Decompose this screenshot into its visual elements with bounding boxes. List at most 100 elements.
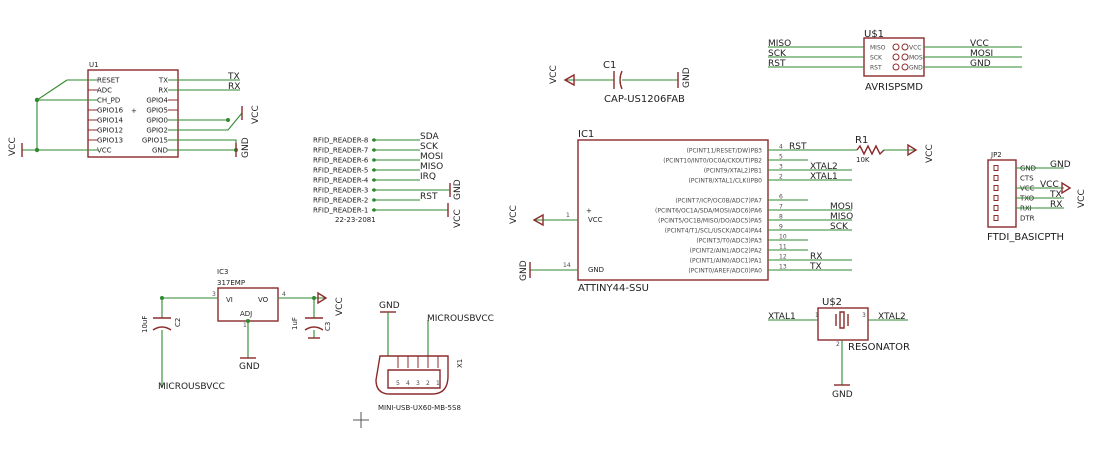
u1-left-pin-label: VCC [97,147,112,155]
u42-pin1: 1 [815,312,819,319]
jp2-pin-pad [993,205,999,211]
ic1-net-label: MOSI [830,202,853,212]
x1-pin-lines [397,356,439,368]
r1-zigzag [856,144,885,156]
u1-right-pin-label: RX [158,87,168,95]
u41-pin-pad [901,53,909,61]
c1-vcc-label: VCC [549,65,559,84]
x1-vcc-net: MICROUSBVCC [427,314,494,324]
u41-pin-pad [892,43,900,51]
origin-crosshair [353,412,369,428]
ic1-pin-num: 13 [779,264,787,271]
rfid-pin-dot [372,178,376,182]
ic1-pin-num: 10 [779,234,787,241]
u1-esp-module[interactable]: U1 + RESETADCCH_PDGPIO16GPIO14GPIO12GPIO… [8,61,261,158]
u41-left-pin-label: MISO [870,45,886,52]
ic1-gnd-pin-num: 14 [563,262,571,269]
ic1-net-label: TX [809,262,822,272]
u1-vcc-right-label: VCC [251,105,261,124]
ic1-pin-label: (PCINT4/T1/SCL/USCK/ADC4)PA4 [665,228,763,235]
u1-right-pin-label: GPIO4 [146,97,168,105]
c2-capacitor[interactable]: 10uF C2 [141,316,182,333]
u1-vcc-wires [168,112,243,131]
u42-pin2: 2 [836,341,840,348]
c3-plates [304,317,324,331]
u42-wires [768,319,908,385]
ic1-pin-label: (PCINT10/INT0/OC0A/CKOUT)PB2 [663,158,762,165]
u42-body [817,307,869,341]
ic1-net-label: XTAL2 [810,162,838,172]
c3-value: 1uF [291,317,299,330]
ic1-net-label: MISO [830,212,853,222]
x1-value: MINI-USB-UX60-MB-5S8 [378,404,461,412]
u1-left-pin-label: GPIO14 [97,117,124,125]
rfid-pin-label: RFID_READER-8 [313,137,368,145]
rfid-pin-label: RFID_READER-6 [313,157,369,165]
u42-crystal [835,311,849,329]
r1-value: 10K [856,156,870,164]
x1-gnd-label: GND [379,301,400,311]
ic1-value: ATTINY44-SSU [578,283,649,294]
ic1-plus: + [586,207,592,215]
x1-pin-num: 1 [436,380,440,387]
u41-left-net: SCK [768,49,787,59]
rfid-pin-dot [372,198,376,202]
u42-resonator[interactable]: U$2 1 3 2 RESONATOR XTAL1 XTAL2 GND [768,297,910,400]
rfid-net-label: MISO [420,162,443,172]
u1-right-pin-label: GPIO2 [146,127,168,135]
ic1-pin-label: (PCINT0/AREF/ADC0)PA0 [688,268,762,275]
ic1-pin-num: 5 [779,154,783,161]
jp2-pin-pad [993,165,999,171]
ic1-vcc-label: VCC [509,205,519,224]
ic1-attiny[interactable]: IC1 + VCC GND 1 14 VCC GND (PCINT11/RESE… [509,129,853,294]
c1-capacitor[interactable]: C1 VCC GND CAP-US1206FAB [549,60,692,105]
u41-pin-pad [892,63,900,71]
ic1-pin-label: (PCINT9/XTAL2)PB1 [704,168,762,175]
ic1-pin-num: 12 [779,254,787,261]
ic1-net-label: RST [789,142,807,152]
ic1-net-label: SCK [830,222,849,232]
ic1-pin-label: (PCINT1/AIN0/ADC1)PA1 [690,258,763,265]
c2-value: 10uF [141,316,149,333]
u1-gnd-label: GND [241,137,251,158]
u1-left-pin-label: RESET [97,77,120,85]
ic1-net-label: XTAL1 [810,172,838,182]
u42-gnd-label: GND [832,390,853,400]
ic1-pin-label: (PCINT3/T0/ADC3)PA3 [696,238,762,245]
ic3-name: IC3 [217,268,228,276]
ic1-gnd-label: GND [519,260,529,281]
u41-right-net: GND [970,59,991,69]
jp2-pin-pad [993,185,999,191]
ic3-value: 317EMP [217,279,245,287]
junction-dot [226,118,230,122]
ic3-pin1: 1 [243,322,247,329]
ic1-pin-num: 8 [779,214,783,221]
u41-left-net: MISO [768,39,791,49]
jp2-value: FTDI_BASICPTH [987,232,1064,243]
ic3-gnd-label: GND [239,362,260,372]
rfid-pin-dot [372,158,376,162]
rfid-value: 22-23-2081 [335,216,376,224]
r1-resistor[interactable]: R1 VCC 10K [778,135,935,164]
c3-capacitor[interactable]: 1uF C3 [291,317,332,339]
u1-rx-net: RX [228,82,240,92]
u1-right-pin-label: GPIO15 [142,137,168,145]
x1-pin-num: 5 [396,380,400,387]
ic3-regulator[interactable]: IC3 317EMP VI VO ADJ 3 4 1 VCC GND MICRO… [158,268,345,392]
u41-pin-pad [901,43,909,51]
jp2-net-label: GND [1050,160,1071,170]
ic1-pin-num: 9 [779,224,783,231]
u1-tx-net: TX [227,72,240,82]
rfid-net-label: MOSI [420,152,443,162]
x1-receptacle [387,369,441,389]
